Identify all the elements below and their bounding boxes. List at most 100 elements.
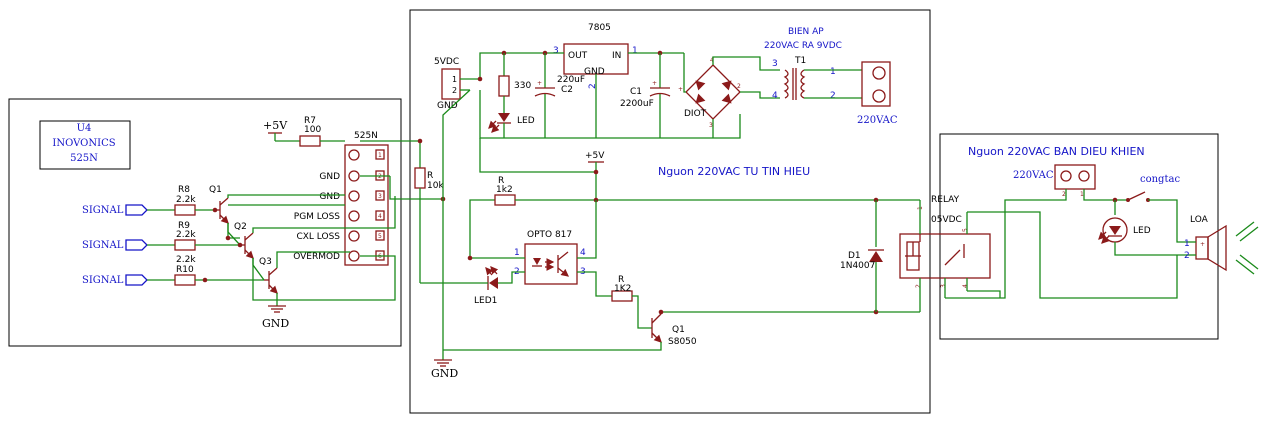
switch-label: congtac (1140, 174, 1180, 185)
conn-525n-pins (348, 149, 385, 262)
r8-resistor (174, 204, 196, 216)
svg-text:5: 5 (962, 228, 969, 232)
svg-text:2: 2 (452, 86, 457, 95)
opto-label: OPTO 817 (527, 230, 572, 240)
mid-block-frame (409, 9, 931, 414)
svg-text:GND: GND (584, 67, 605, 77)
svg-text:1: 1 (452, 75, 457, 84)
svg-text:2200uF: 2200uF (620, 99, 654, 109)
svg-text:1k2: 1k2 (496, 185, 513, 195)
q3-transistor (264, 267, 278, 294)
plus5v-label-mid: +5V (585, 151, 605, 161)
svg-text:1: 1 (378, 152, 382, 159)
svg-text:C1: C1 (630, 87, 642, 97)
svg-text:3: 3 (709, 122, 713, 129)
speaker-label: LOA (1190, 215, 1209, 225)
svg-text:R8: R8 (178, 185, 190, 195)
opto-817 (524, 243, 578, 285)
pin-gnd-1: GND (319, 172, 340, 182)
svg-text:4: 4 (378, 213, 382, 220)
transformer-t1 (783, 68, 806, 100)
svg-text:Q1: Q1 (209, 185, 222, 195)
svg-text:2.2k: 2.2k (176, 195, 196, 205)
u4-name: INOVONICS (52, 138, 115, 149)
conn-525n-label: 525N (354, 131, 378, 141)
conn-525n (344, 144, 389, 266)
svg-text:T1: T1 (794, 56, 806, 66)
ac-connector-right (1054, 164, 1096, 190)
pin-overmod: OVERMOD (293, 252, 340, 262)
relay-spec: 05VDC (931, 215, 962, 225)
svg-text:10k: 10k (427, 181, 444, 191)
svg-text:4: 4 (580, 248, 586, 258)
svg-text:SIGNAL: SIGNAL (82, 275, 124, 286)
svg-text:5: 5 (378, 233, 382, 240)
svg-text:1: 1 (632, 46, 638, 56)
svg-text:1: 1 (1080, 191, 1084, 198)
svg-text:GND: GND (437, 101, 458, 111)
svg-text:3: 3 (378, 193, 382, 200)
r-10k-resistor (414, 167, 426, 189)
right-block-frame (939, 133, 1219, 340)
svg-text:2: 2 (1062, 191, 1066, 198)
svg-text:2.2k: 2.2k (176, 230, 196, 240)
right-block-title: Nguon 220VAC BAN DIEU KHIEN (968, 145, 1145, 158)
transformer-title: BIEN AP (788, 27, 824, 37)
svg-text:DIOT: DIOT (684, 109, 707, 119)
left-block-frame (8, 98, 402, 347)
svg-text:3: 3 (553, 46, 559, 56)
svg-text:4: 4 (962, 284, 969, 288)
led-right (1098, 217, 1128, 244)
c1-capacitor: + (649, 80, 671, 97)
transformer-spec: 220VAC RA 9VDC (764, 41, 842, 51)
pin-cxl-loss: CXL LOSS (296, 232, 340, 242)
svg-text:330: 330 (514, 81, 531, 91)
svg-text:R10: R10 (176, 265, 194, 275)
svg-text:220uF: 220uF (557, 75, 585, 85)
svg-text:3: 3 (940, 284, 947, 288)
svg-text:4: 4 (710, 57, 714, 64)
svg-text:C2: C2 (561, 85, 573, 95)
r7-val: 100 (304, 125, 321, 135)
u4-part: 525N (70, 153, 98, 164)
speaker-loa: + (1195, 221, 1259, 275)
relay-label: RELAY (931, 195, 960, 205)
pin-pgm-loss: PGM LOSS (294, 212, 341, 222)
svg-text:2: 2 (1184, 251, 1190, 261)
svg-text:4: 4 (772, 91, 778, 101)
svg-text:2: 2 (588, 83, 598, 89)
ic-7805-label: 7805 (588, 23, 611, 33)
conn-5vdc (441, 68, 461, 100)
u4-box (39, 120, 131, 170)
svg-text:GND: GND (431, 367, 458, 380)
svg-text:R9: R9 (178, 221, 190, 231)
svg-text:R: R (427, 171, 433, 181)
q1-s8050 (651, 313, 662, 343)
svg-text:R: R (618, 275, 624, 285)
svg-text:+: + (1200, 241, 1205, 248)
svg-text:S8050: S8050 (668, 337, 697, 347)
r7-resistor (299, 135, 321, 147)
svg-text:Q2: Q2 (234, 222, 247, 232)
svg-text:+: + (678, 86, 683, 93)
gnd-symbol-left (268, 305, 286, 313)
svg-text:SIGNAL: SIGNAL (82, 205, 124, 216)
svg-text:2: 2 (915, 284, 922, 288)
ac-input-connector (861, 61, 891, 107)
switch-congtac (1126, 191, 1150, 202)
svg-text:220VAC: 220VAC (857, 115, 898, 126)
r-1k2-resistor (494, 194, 516, 206)
svg-text:D1: D1 (848, 251, 861, 261)
svg-text:1: 1 (514, 248, 520, 258)
led1 (485, 266, 499, 290)
svg-text:LED: LED (1133, 226, 1151, 236)
led-power-indicator (488, 113, 511, 133)
q2-transistor (240, 232, 254, 259)
signal-tag-3: SIGNAL (82, 274, 148, 286)
svg-text:2: 2 (737, 83, 741, 90)
pin-gnd-2: GND (319, 192, 340, 202)
svg-text:R: R (498, 176, 504, 186)
svg-text:1N4007: 1N4007 (840, 261, 875, 271)
r10-resistor (174, 274, 196, 286)
